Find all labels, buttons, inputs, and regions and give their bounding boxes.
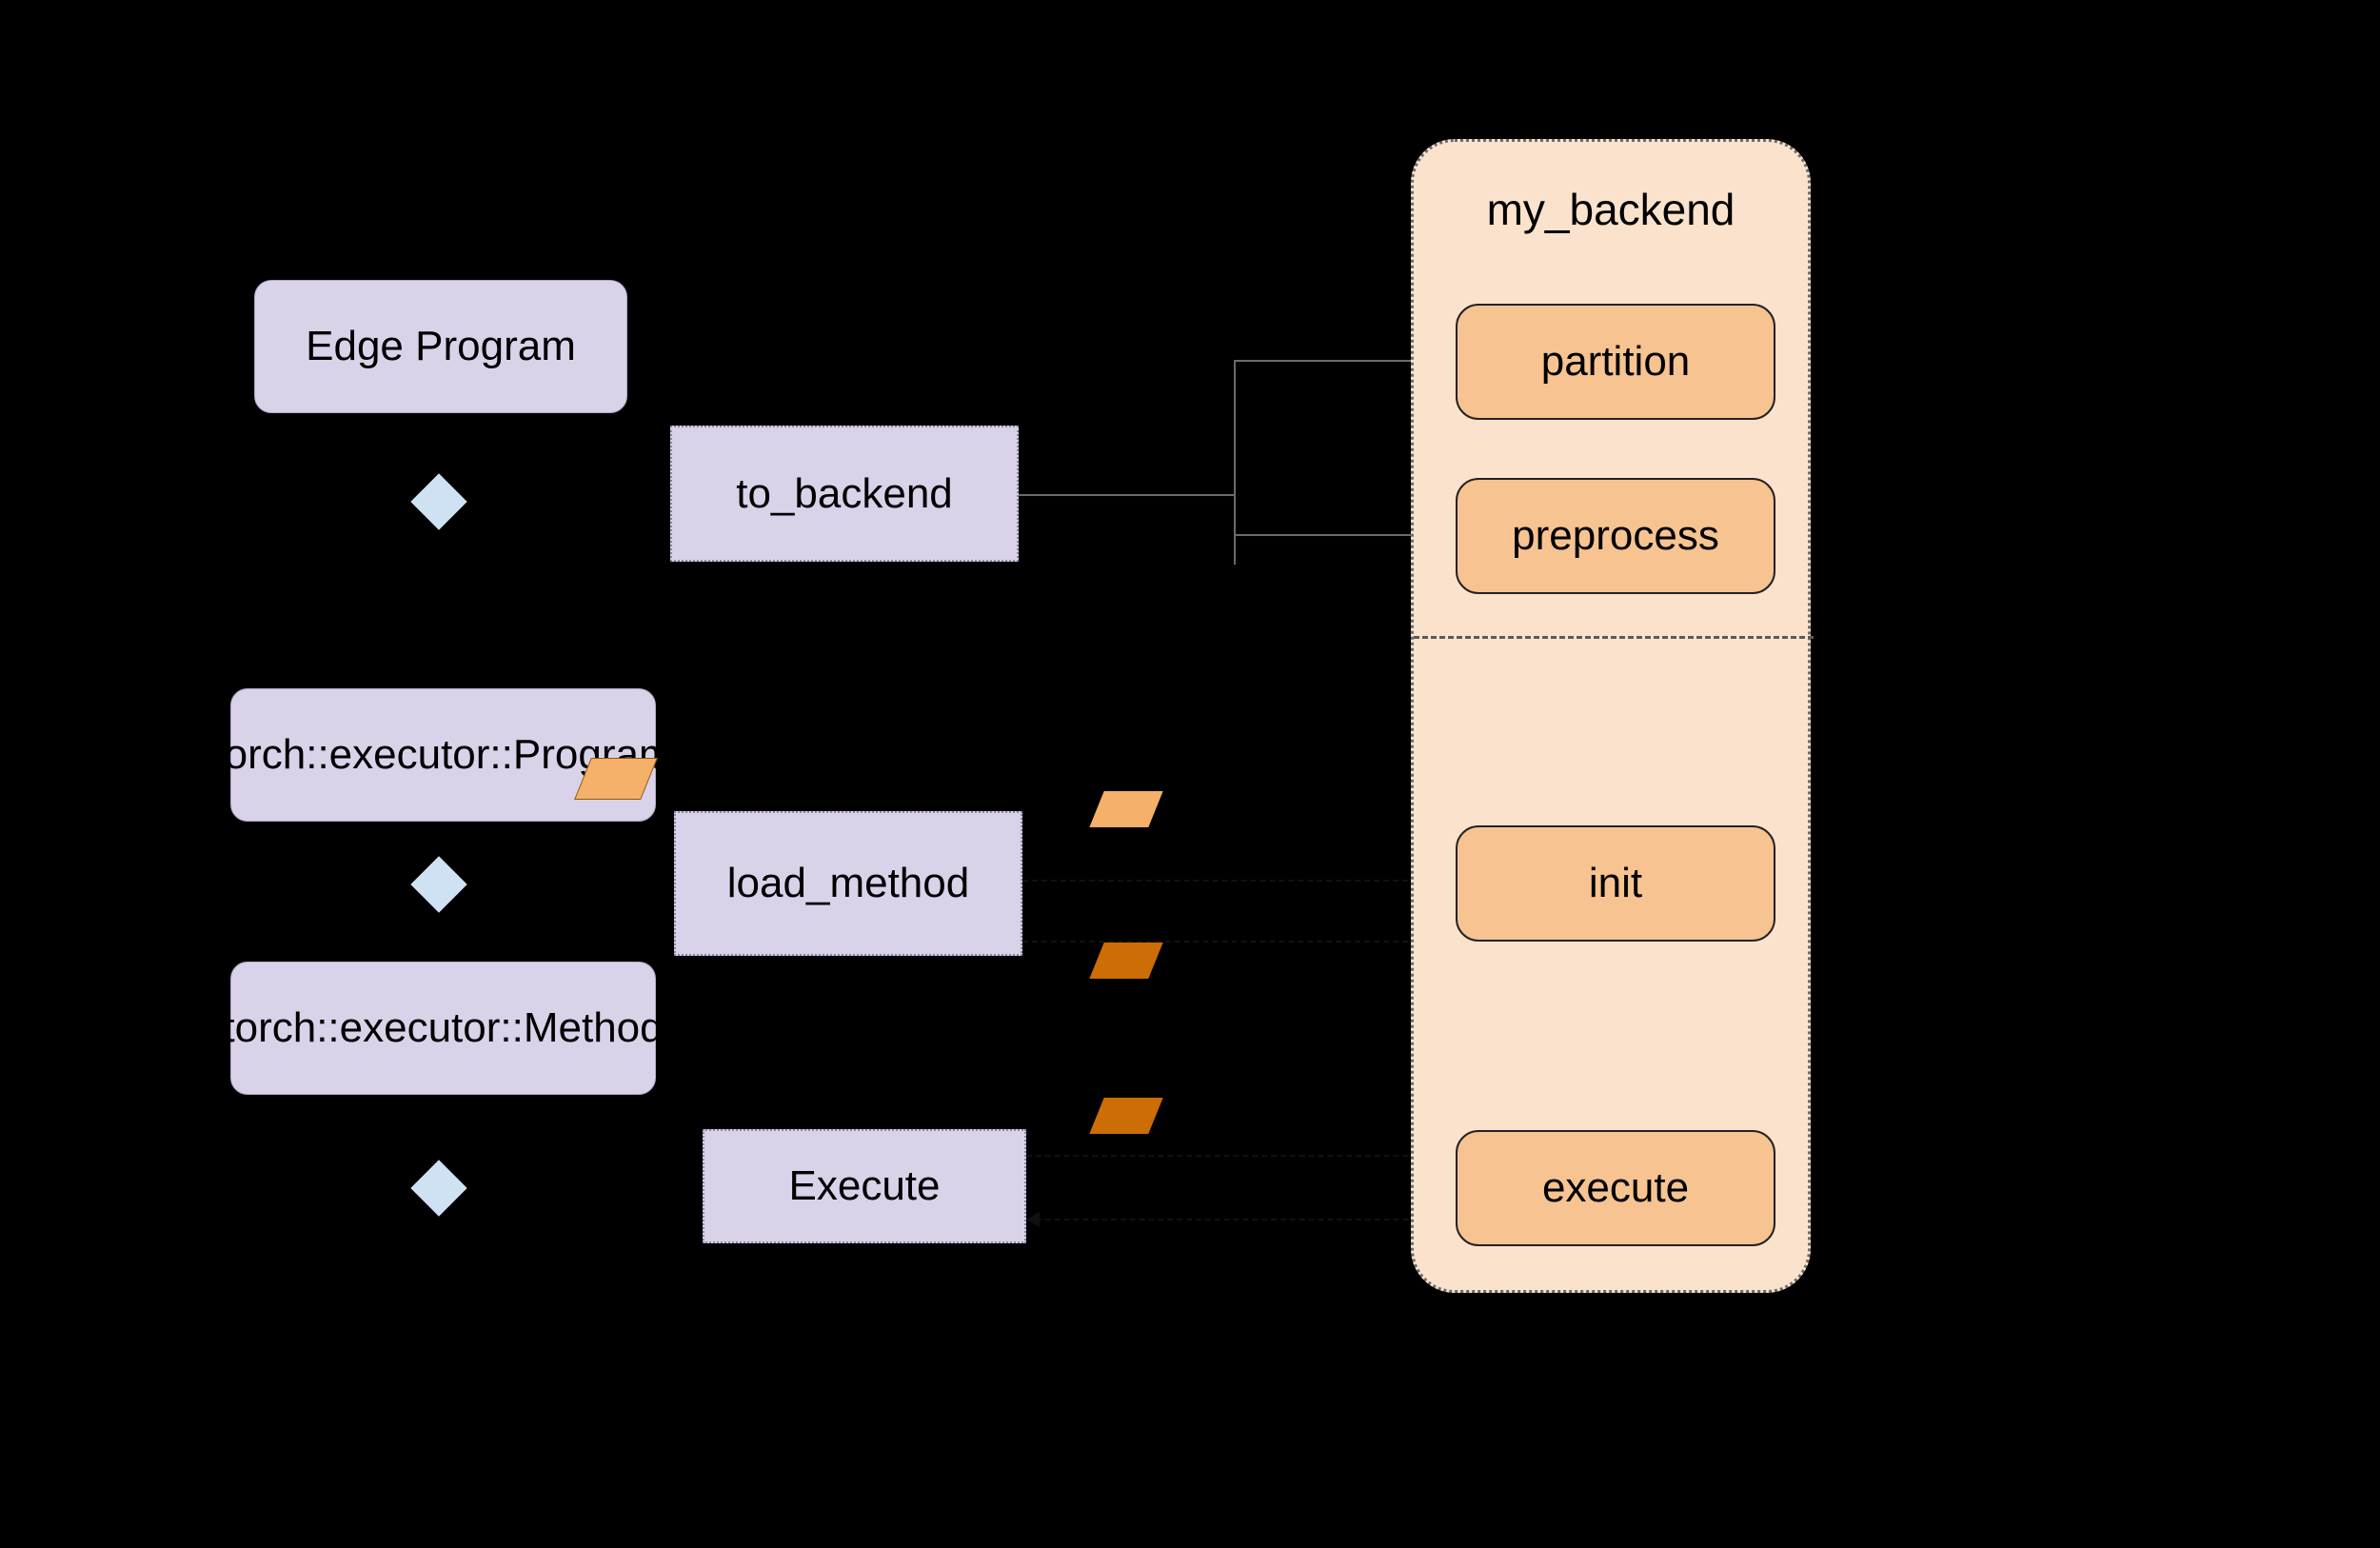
connector-junction-bar (1234, 360, 1236, 565)
connector-load-method-to-init (1022, 880, 1446, 882)
backend-method-preprocess[interactable]: preprocess (1456, 478, 1775, 594)
connector-execute-call-to-execute (1026, 1155, 1446, 1157)
node-edge-program-label: Edge Program (306, 323, 576, 370)
diamond-edge-to-program (410, 473, 467, 530)
backend-method-execute[interactable]: execute (1456, 1130, 1775, 1246)
connector-execute-to-execute-call (1026, 1219, 1446, 1221)
node-edge-program[interactable]: Edge Program (254, 280, 627, 413)
node-torch-executor-method-label: torch::executor::Method (223, 1004, 664, 1052)
backend-method-execute-label: execute (1541, 1164, 1690, 1211)
backend-container[interactable]: my_backend partition preprocess init exe… (1411, 139, 1814, 1293)
backend-method-partition[interactable]: partition (1456, 304, 1775, 420)
backend-method-init[interactable]: init (1456, 825, 1775, 942)
diamond-method-to-execute (410, 1160, 467, 1217)
backend-method-preprocess-label: preprocess (1512, 512, 1719, 559)
connector-to-backend-stem (1019, 494, 1234, 496)
node-to-backend[interactable]: to_backend (670, 426, 1019, 562)
node-execute-call[interactable]: Execute (703, 1129, 1026, 1243)
delegate-payload-icon-1 (1089, 791, 1163, 827)
connector-init-to-load-method (1022, 941, 1446, 943)
node-torch-executor-program[interactable]: torch::executor::Program (212, 688, 674, 822)
diamond-program-to-method (410, 856, 467, 913)
connector-branch-partition (1234, 360, 1445, 362)
node-torch-executor-method[interactable]: torch::executor::Method (223, 962, 664, 1095)
node-load-method-label: load_method (726, 860, 970, 907)
delegate-payload-icon-3 (1089, 1098, 1163, 1134)
arrow-execute-return (1026, 1212, 1040, 1227)
backend-method-partition-label: partition (1540, 338, 1691, 385)
node-execute-call-label: Execute (788, 1162, 941, 1210)
backend-method-init-label: init (1588, 860, 1643, 906)
delegate-payload-icon-2 (1089, 943, 1163, 979)
node-to-backend-label: to_backend (736, 469, 953, 517)
backend-title: my_backend (1486, 185, 1735, 234)
node-load-method[interactable]: load_method (674, 811, 1022, 956)
backend-phase-divider (1414, 636, 1814, 639)
connector-branch-preprocess (1234, 534, 1445, 536)
